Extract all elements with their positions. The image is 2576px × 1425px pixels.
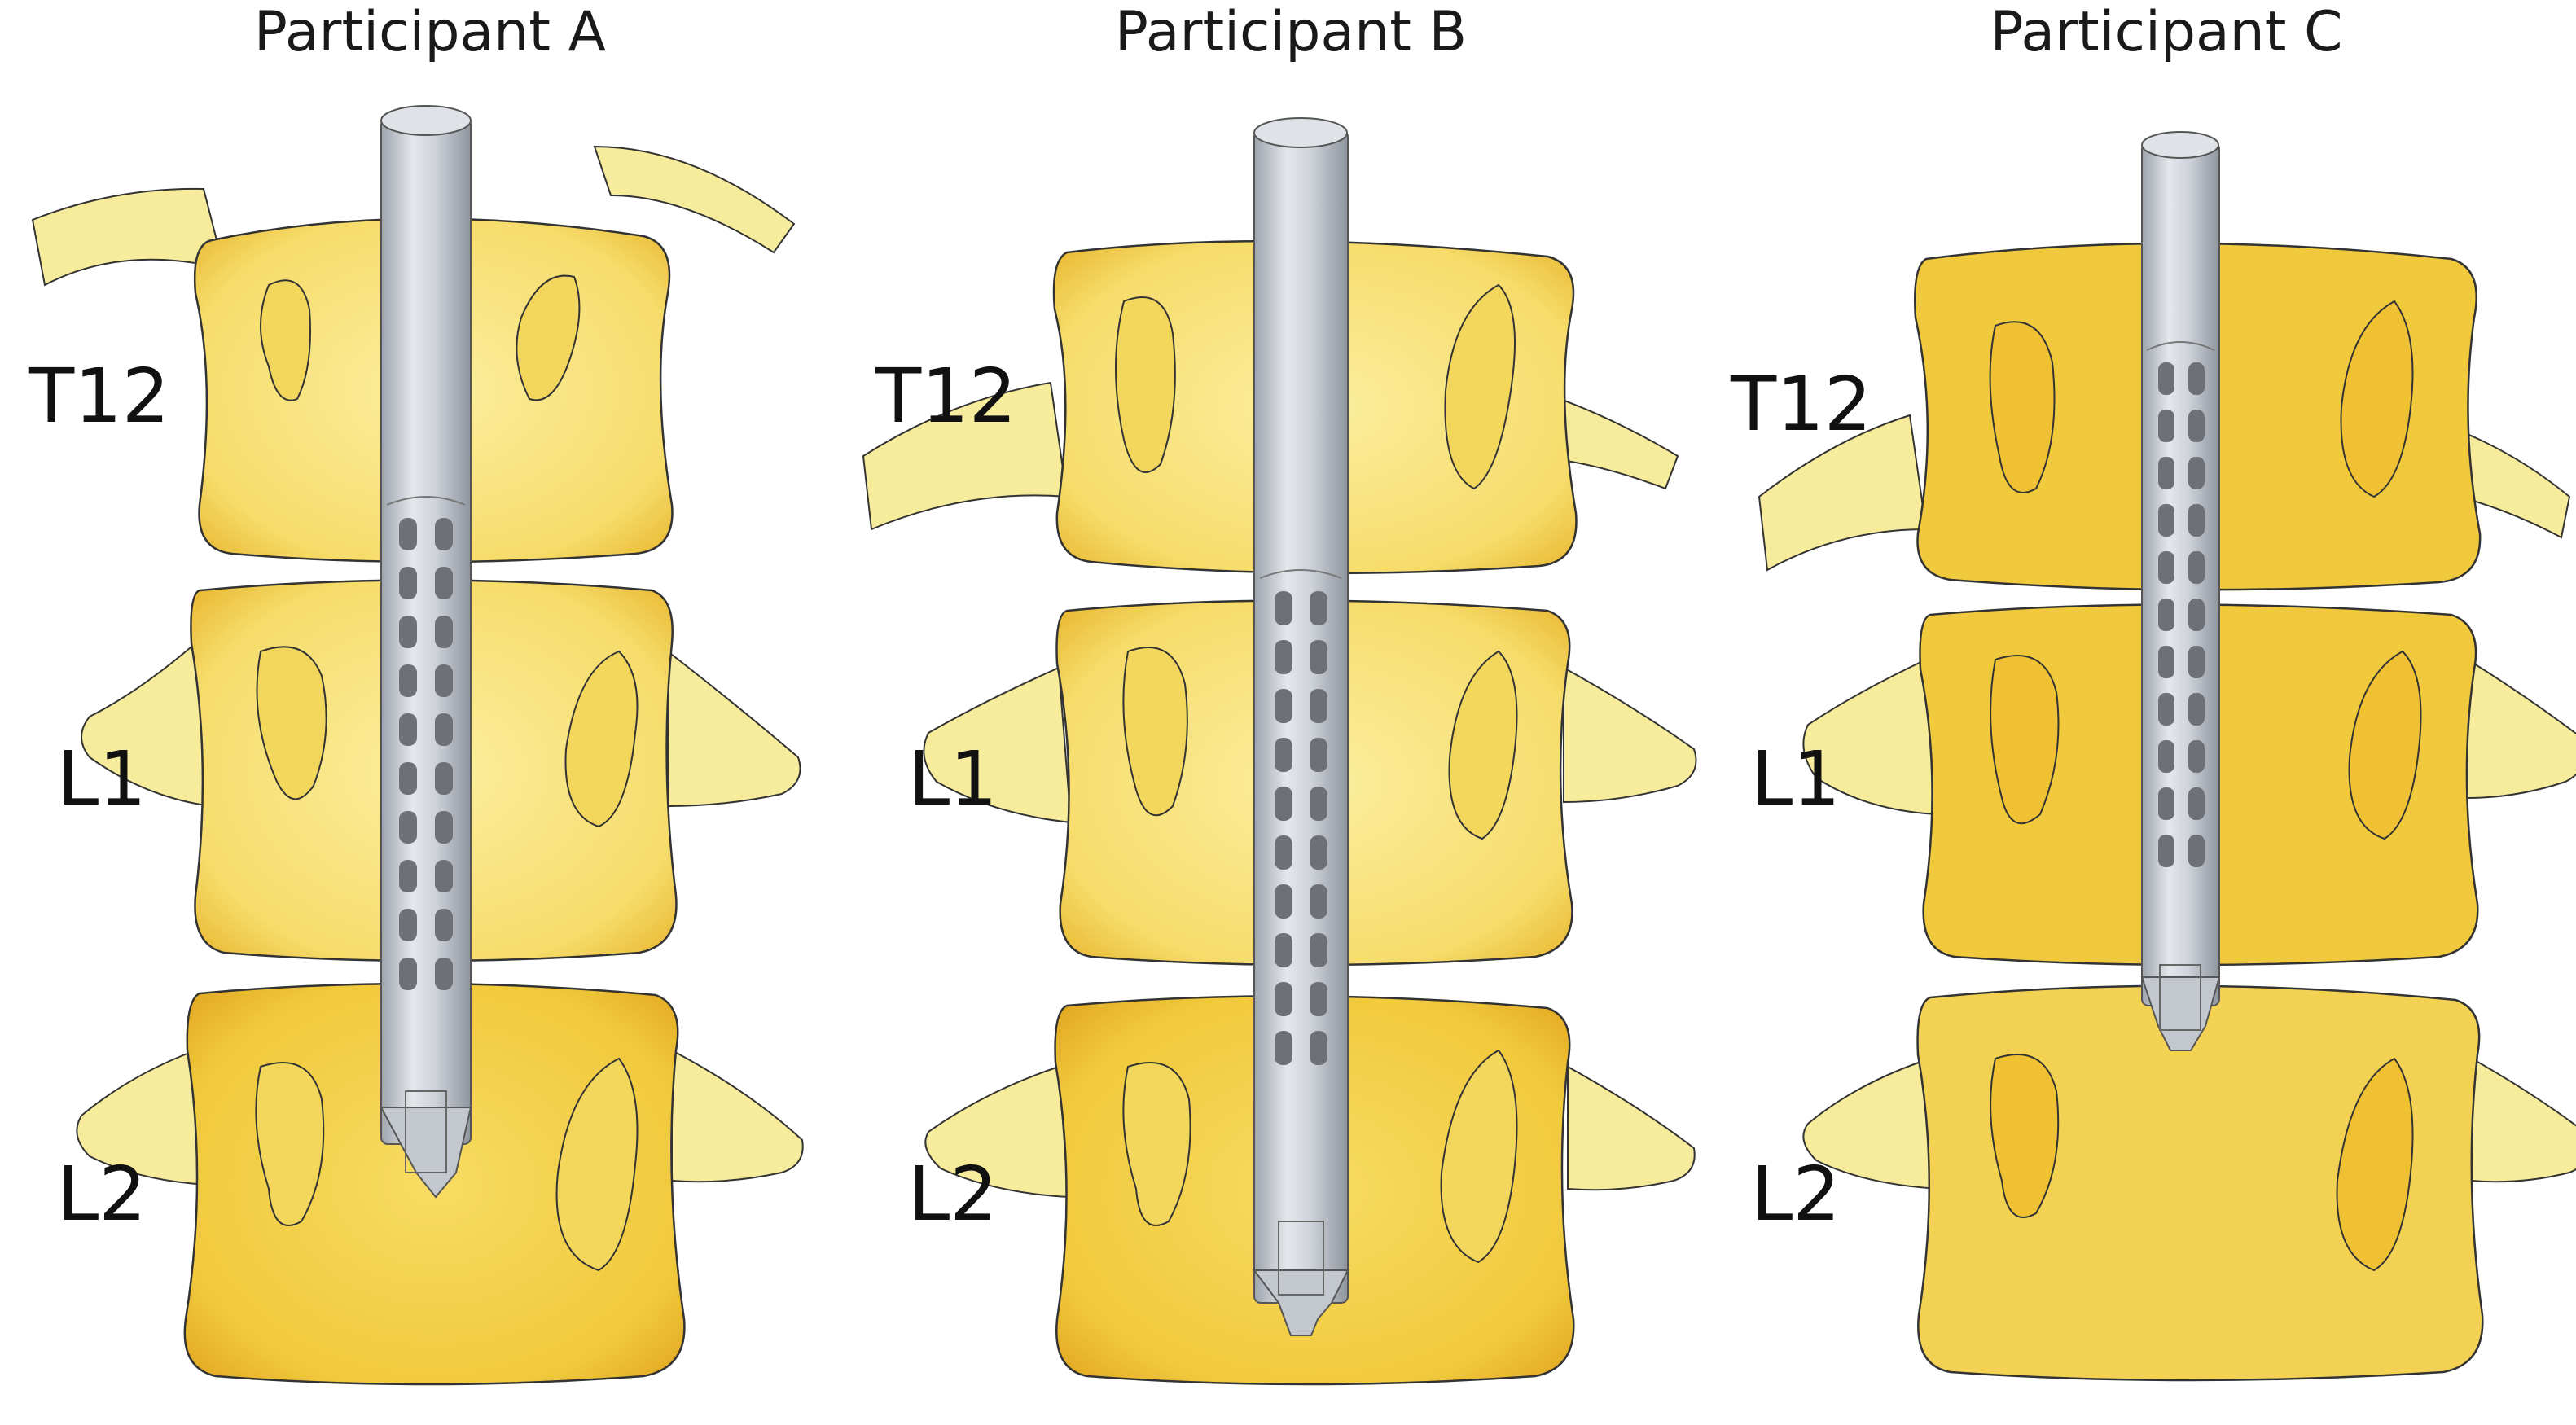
panel-b-t12-right-pedicle (1444, 283, 1516, 490)
panel-b-l2-left-pedicle (1122, 1062, 1191, 1226)
panel-a-label-t12: T12 (28, 353, 169, 440)
panel-b-label-l2: L2 (908, 1151, 998, 1238)
panel-a-t12-right-pedicle (516, 274, 581, 401)
panel-c-title: Participant C (1990, 0, 2342, 64)
panel-a-t12-right-process (593, 145, 796, 254)
panel-a-title: Participant A (254, 0, 606, 64)
panel-c-stimulator-lead (2140, 131, 2221, 1051)
panel-b-l2-left-process (924, 1065, 1070, 1199)
panel-a-electrode-contacts (399, 518, 453, 990)
panel-b-l1-left-pedicle (1122, 647, 1188, 817)
panel-a-l2-left-process (76, 1049, 209, 1186)
panel-a-l2-right-process (671, 1049, 804, 1183)
panel-c-l1-right-pedicle (2348, 650, 2422, 840)
panel-a-l1-left-process (81, 641, 213, 808)
panel-a-label-l2: L2 (57, 1151, 147, 1238)
panel-c-l1-left-process (1802, 658, 1938, 816)
panel-participant-a: Participant A (28, 0, 804, 1386)
panel-a-l2-right-pedicle (555, 1057, 639, 1272)
panel-a-l2-left-pedicle (255, 1062, 325, 1226)
panel-c-l1-left-pedicle (1990, 655, 2060, 825)
panel-c-label-l1: L1 (1751, 735, 1841, 822)
panel-c-l2-right-process (2471, 1057, 2576, 1183)
panel-a-label-l1: L1 (57, 735, 147, 822)
panel-a-l1-right-pedicle (564, 650, 639, 828)
panel-c-t12-right-pedicle (2340, 300, 2414, 498)
panel-b-t12-left-pedicle (1115, 296, 1176, 473)
panel-b-l1-left-process (923, 666, 1073, 824)
panel-b-label-t12: T12 (875, 353, 1016, 440)
panel-a-stimulator-lead (380, 105, 472, 1199)
panel-c-l1-right-process (2467, 658, 2576, 800)
panel-b-electrode-contacts (1275, 591, 1327, 1065)
panel-b-l1-right-pedicle (1448, 650, 1518, 840)
panel-participant-c: Participant C (1730, 0, 2576, 1382)
panel-c-label-l2: L2 (1751, 1151, 1841, 1238)
panel-b-title: Participant B (1115, 0, 1467, 64)
panel-c-l2-left-process (1802, 1057, 1942, 1190)
panel-c-l2-left-pedicle (1990, 1054, 2060, 1218)
panel-b-l2-right-pedicle (1440, 1049, 1518, 1264)
panel-a-l1-left-pedicle (256, 646, 327, 800)
panel-c-electrode-contacts (2158, 362, 2205, 867)
panel-participant-b: Participant B (862, 0, 1697, 1386)
panel-c-l2-right-pedicle (2336, 1057, 2414, 1272)
panel-b-label-l1: L1 (908, 735, 998, 822)
panel-c-t12-left-pedicle (1989, 321, 2056, 493)
panel-c-label-t12: T12 (1730, 361, 1872, 448)
panel-b-l1-right-process (1563, 666, 1697, 804)
panel-c-l2-vertebra (1916, 984, 2484, 1382)
panel-a-l1-right-process (667, 649, 801, 808)
panel-b-l2-right-process (1567, 1065, 1696, 1191)
panel-b-stimulator-lead (1253, 117, 1349, 1336)
panel-a-t12-left-pedicle (260, 279, 311, 401)
